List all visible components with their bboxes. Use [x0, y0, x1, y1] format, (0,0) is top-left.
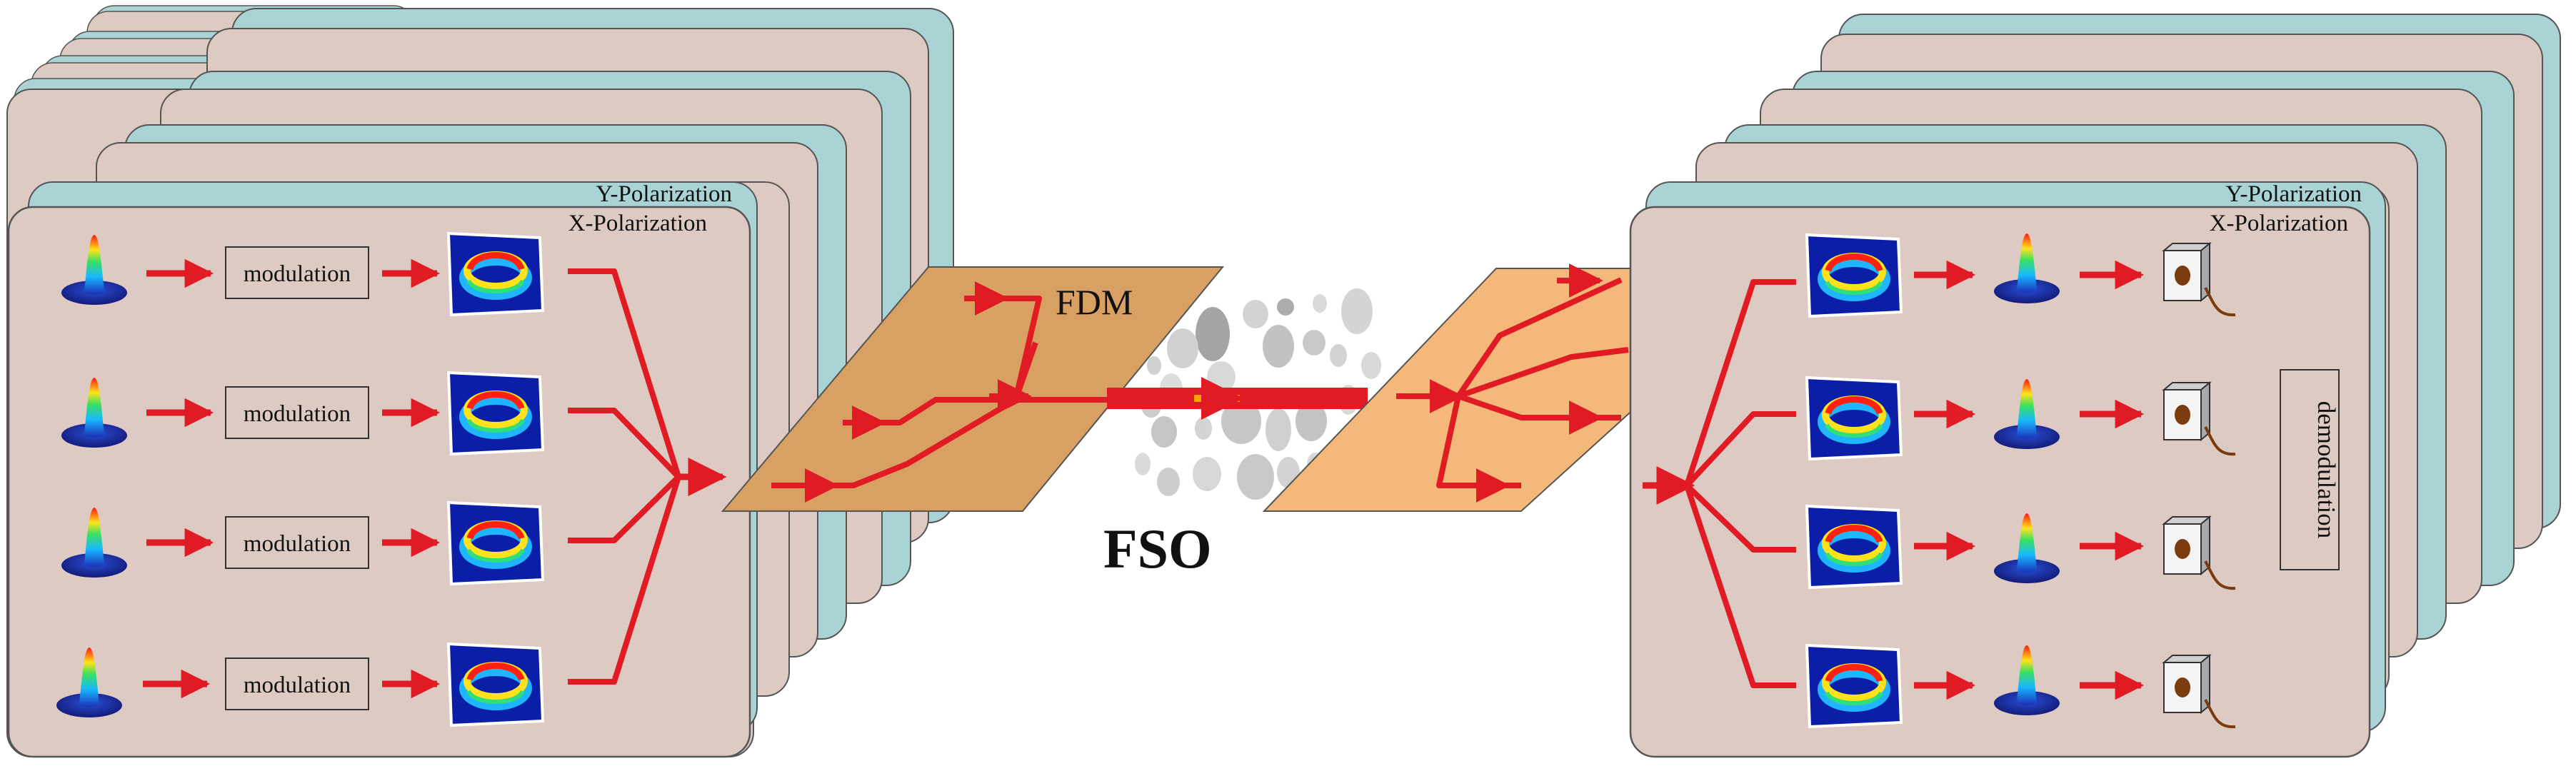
- modulation-label: modulation: [244, 261, 351, 287]
- oam-beam-icon: [1807, 506, 1901, 588]
- demodulation-label: demodulation: [2312, 401, 2340, 538]
- oam-beam-icon: [1807, 235, 1901, 316]
- right-y-polarization-label: Y-Polarization: [2225, 181, 2362, 207]
- modulation-label: modulation: [244, 672, 351, 698]
- modulation-label: modulation: [244, 531, 351, 557]
- right-demultiplexer-lines: [1643, 279, 1796, 688]
- right-row-3: [1807, 506, 2237, 588]
- right-x-polarization-label: X-Polarization: [2210, 211, 2348, 236]
- fso-label: FSO: [1103, 518, 1212, 580]
- oam-beam-icon: [1807, 378, 1901, 459]
- left-row-3: modulation: [61, 503, 543, 584]
- turbulence-eddies: [1135, 288, 1381, 500]
- modulator-box: [225, 516, 369, 569]
- left-row-4: modulation: [56, 644, 543, 725]
- oam-beam-icon: [448, 373, 543, 454]
- left-row-1: modulation: [61, 233, 543, 315]
- oam-beam-icon: [448, 233, 543, 315]
- right-row-1: [1807, 233, 2237, 316]
- right-row-2: [1807, 378, 2237, 459]
- oam-beam-icon: [448, 503, 543, 584]
- fdm-label: FDM: [1056, 282, 1133, 322]
- modulator-box: [225, 246, 369, 299]
- left-row-2: modulation: [61, 373, 543, 454]
- left-x-polarization-label: X-Polarization: [568, 211, 707, 236]
- left-y-polarization-label: Y-Polarization: [596, 181, 732, 207]
- oam-beam-icon: [448, 644, 543, 725]
- right-panel-stack: [1629, 14, 2561, 758]
- demodulator-box: demodulation: [2280, 369, 2340, 570]
- modulator-box: [225, 657, 369, 710]
- left-multiplexer-lines: [568, 268, 727, 685]
- oam-beam-icon: [1807, 645, 1901, 727]
- modulator-box: [225, 386, 369, 439]
- right-row-4: [1807, 645, 2237, 727]
- left-fdm-plane: FDM: [721, 266, 1225, 512]
- fso-channel: FSO: [1103, 288, 1381, 580]
- modulation-label: modulation: [244, 401, 351, 427]
